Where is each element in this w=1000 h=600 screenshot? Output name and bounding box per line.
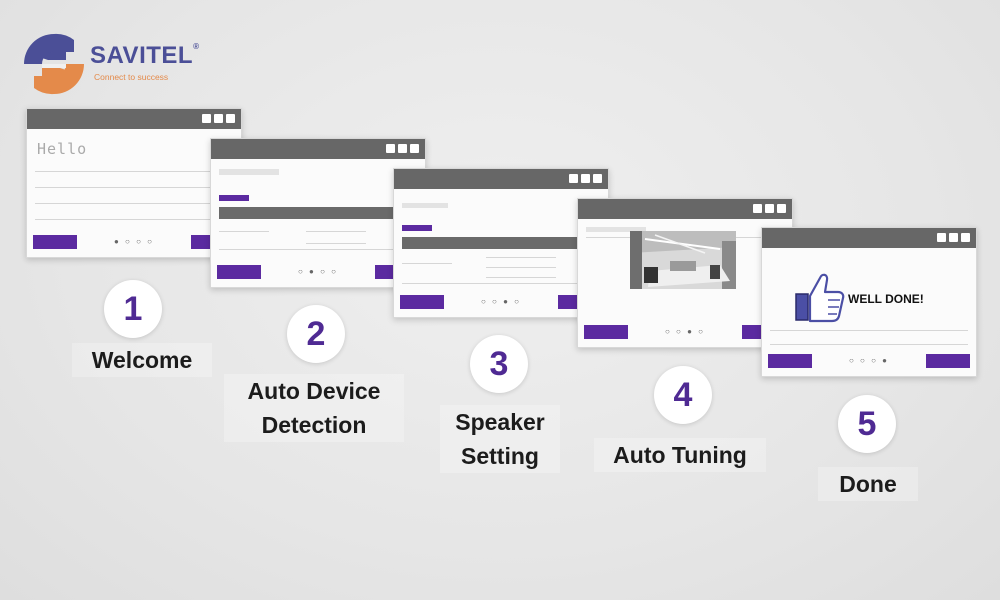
done-window: WELL DONE! ○ ○ ○ ● <box>761 227 977 377</box>
conference-room-photo <box>630 231 736 289</box>
well-done-message: WELL DONE! <box>848 292 924 306</box>
window-controls-icon <box>202 114 235 123</box>
savitel-logo: SAVITEL® Connect to success <box>22 32 222 98</box>
window-titlebar <box>27 109 241 129</box>
speaker-window: ○ ○ ● ○ <box>393 168 609 318</box>
brand-name: SAVITEL® <box>90 42 200 69</box>
step-4-label: Auto Tuning <box>594 438 766 472</box>
page-indicator: ○ ● ○ ○ <box>298 267 338 276</box>
page-indicator: ○ ○ ● ○ <box>665 327 705 336</box>
window-titlebar <box>211 139 425 159</box>
back-button[interactable] <box>400 295 444 309</box>
page-indicator: ● ○ ○ ○ <box>114 237 154 246</box>
window-controls-icon <box>937 233 970 242</box>
step-2-label: Auto Device Detection <box>224 374 404 442</box>
window-titlebar <box>762 228 976 248</box>
savitel-s-logo-icon <box>24 33 84 95</box>
step-5-label: Done <box>818 467 918 501</box>
back-button[interactable] <box>584 325 628 339</box>
back-button[interactable] <box>33 235 77 249</box>
window-controls-icon <box>753 204 786 213</box>
window-controls-icon <box>569 174 602 183</box>
step-1-number: 1 <box>104 280 162 338</box>
window-titlebar <box>394 169 608 189</box>
step-3-number: 3 <box>470 335 528 393</box>
step-1-label: Welcome <box>72 343 212 377</box>
hello-text: Hello <box>37 140 88 158</box>
back-button[interactable] <box>217 265 261 279</box>
page-indicator: ○ ○ ● ○ <box>481 297 521 306</box>
step-2-number: 2 <box>287 305 345 363</box>
step-4-number: 4 <box>654 366 712 424</box>
window-titlebar <box>578 199 792 219</box>
tuning-window: ○ ○ ● ○ <box>577 198 793 348</box>
step-5-number: 5 <box>838 395 896 453</box>
thumbs-up-icon <box>795 273 845 323</box>
detection-window: ○ ● ○ ○ <box>210 138 426 288</box>
page-indicator: ○ ○ ○ ● <box>849 356 889 365</box>
window-controls-icon <box>386 144 419 153</box>
step-3-label: Speaker Setting <box>440 405 560 473</box>
back-button[interactable] <box>768 354 812 368</box>
finish-button[interactable] <box>926 354 970 368</box>
welcome-window: Hello ● ○ ○ ○ <box>26 108 242 258</box>
brand-tagline: Connect to success <box>94 72 169 82</box>
